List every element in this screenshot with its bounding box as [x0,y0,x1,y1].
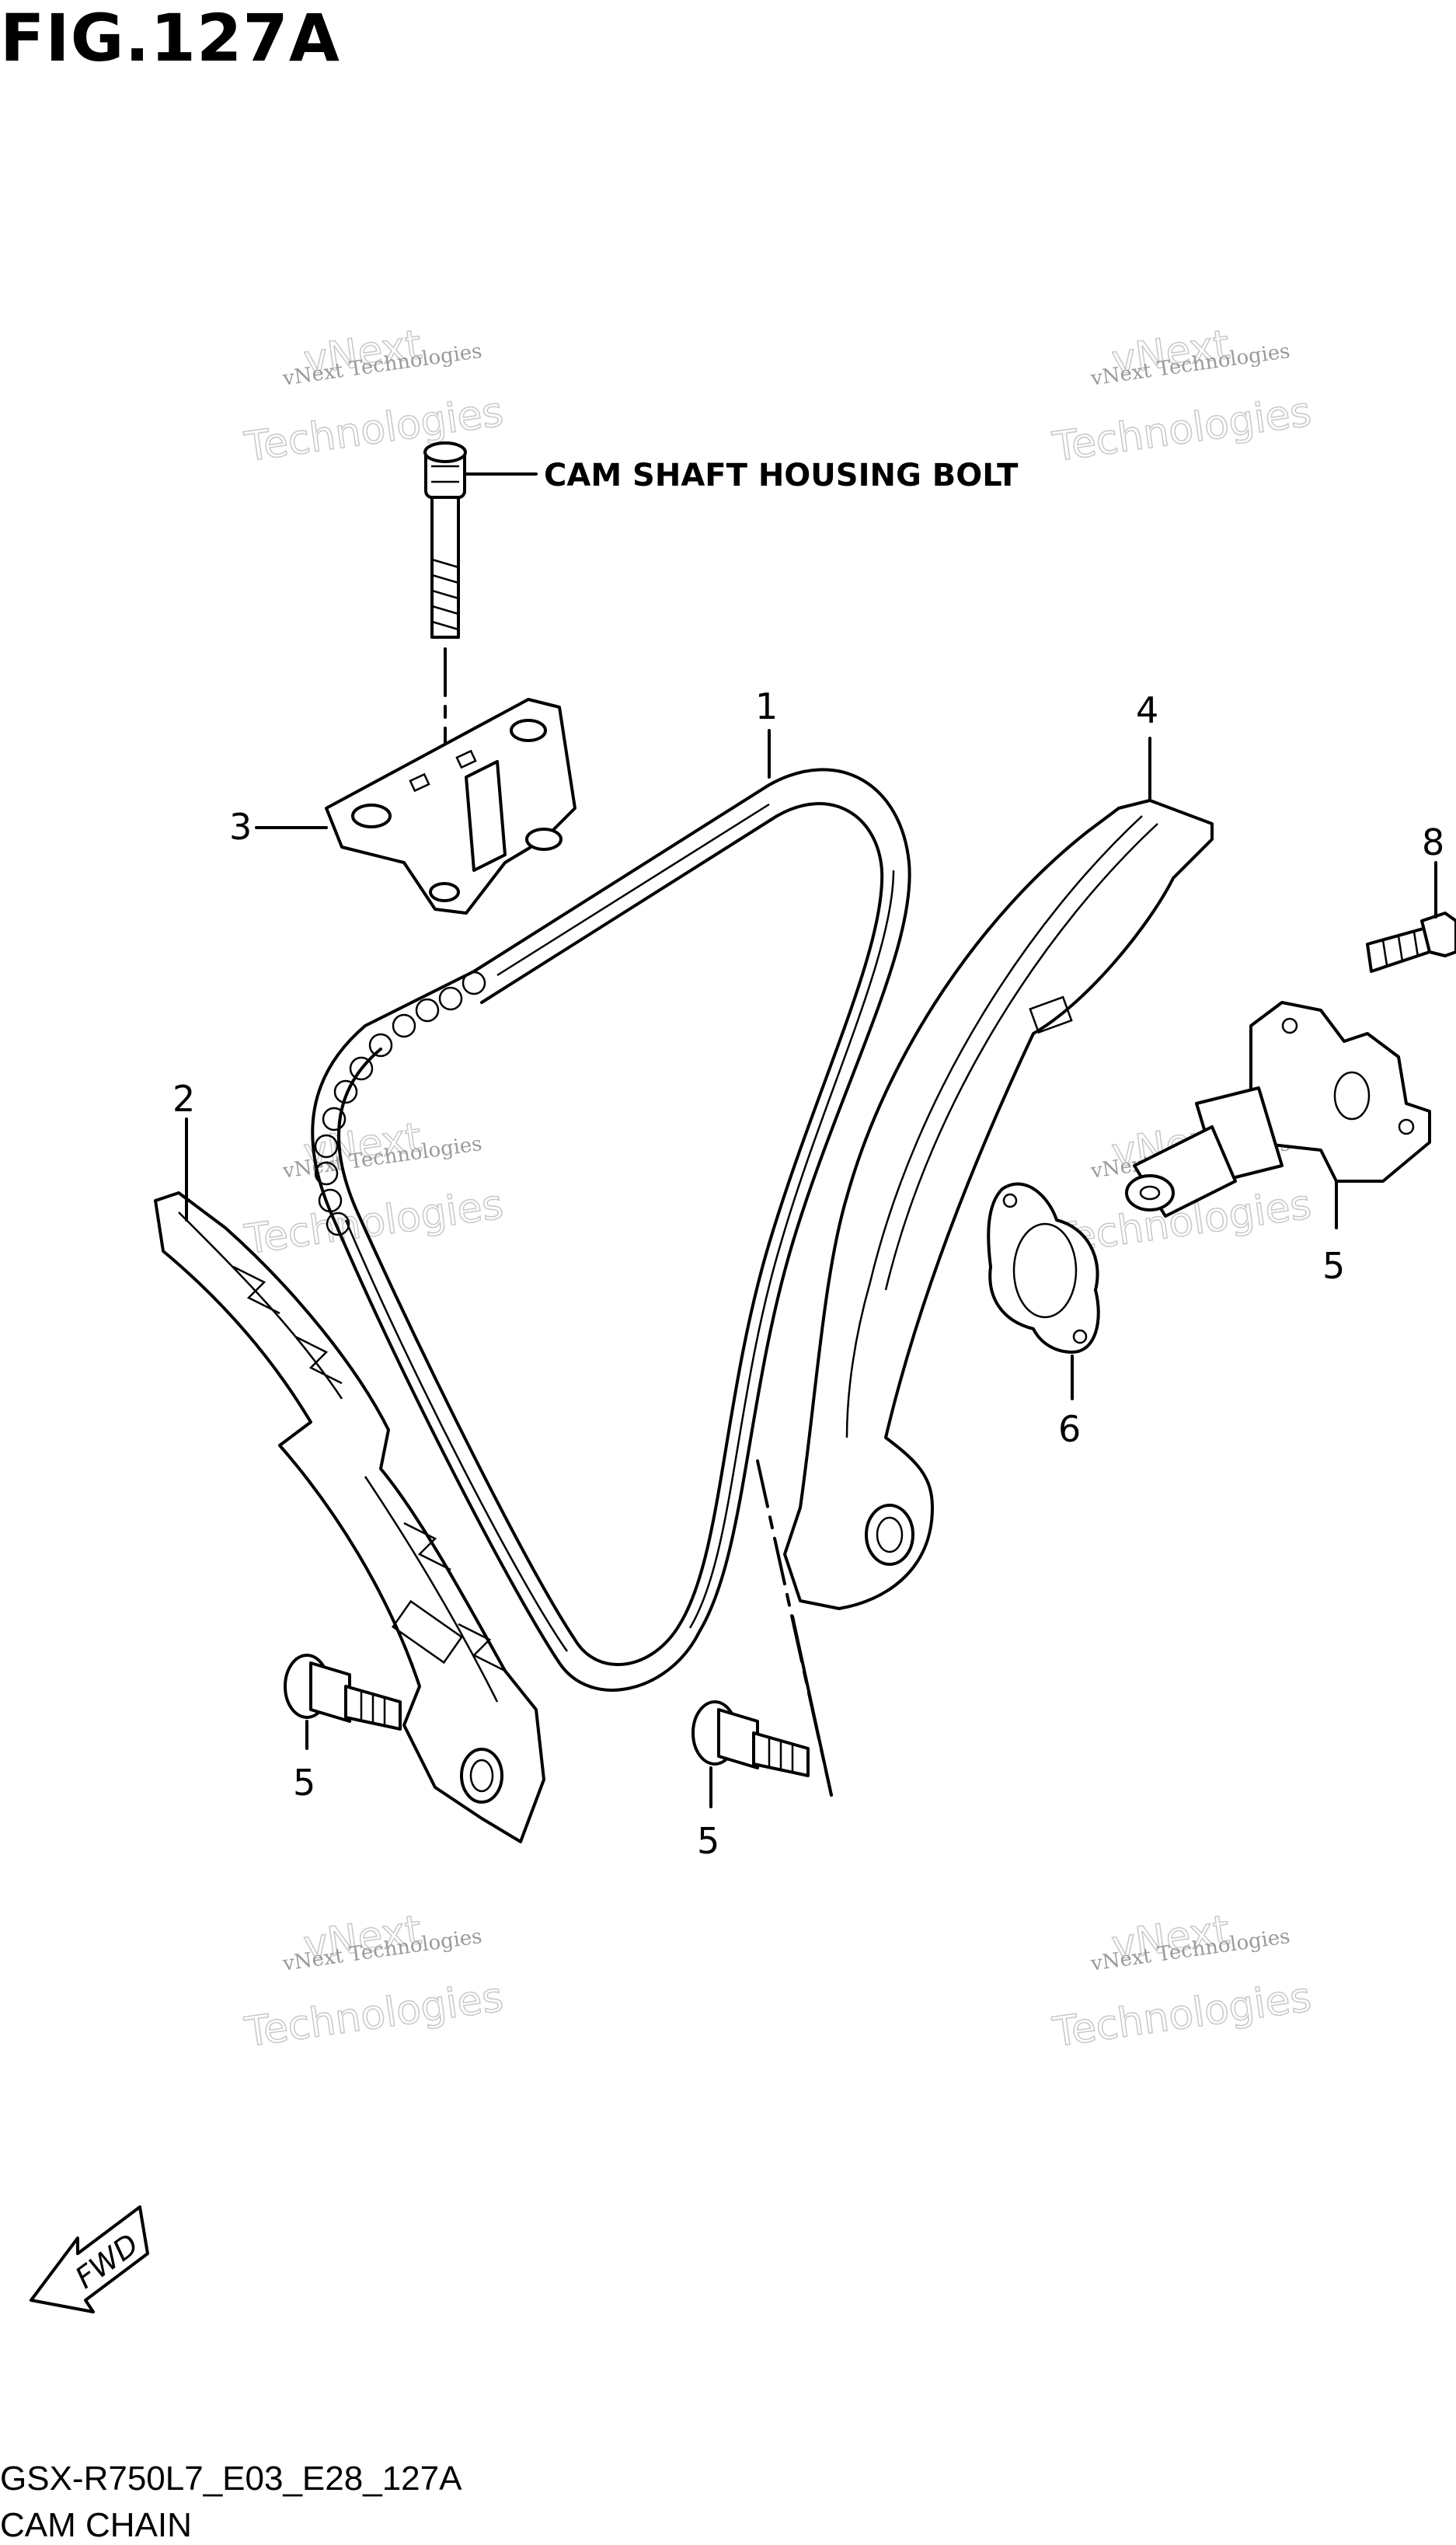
callout-part-4: 4 [1136,689,1158,731]
part-6-tensioner-adjuster: 5 [1125,1001,1431,1287]
callout-part-8: 8 [1422,821,1444,863]
part-3-guide-bracket: 3 [229,698,576,915]
callout-part-3: 3 [229,806,252,848]
fwd-arrow-icon: FWD [30,2205,149,2313]
svg-text:Technologies: Technologies [1050,1974,1314,2056]
bolt-name-label: CAM SHAFT HOUSING BOLT [544,458,1019,493]
watermark-top-left: Technologies vNext vNext Technologies [241,321,507,472]
model-code: GSX-R750L7_E03_E28_127A [0,2460,462,2498]
callout-part-5-left: 5 [293,1762,315,1804]
svg-text:Technologies: Technologies [242,1974,506,2056]
svg-text:Technologies: Technologies [242,389,506,471]
section-name: CAM CHAIN [0,2506,192,2544]
watermark-top-right: Technologies vNext vNext Technologies [1049,321,1315,472]
part-5-guide-bolt-right: 5 [691,1700,810,1862]
callout-part-1: 1 [755,685,778,727]
figure-title: FIG.127A [0,0,340,76]
callout-part-7: 6 [1058,1408,1081,1450]
callout-part-5-right: 5 [697,1820,719,1862]
part-4-chain-guide-right: 4 [783,689,1214,1610]
callout-part-6: 5 [1322,1245,1345,1287]
part-2-chain-guide-left: 2 [154,1078,545,1843]
watermark-bottom-right: Technologies vNext vNext Technologies [1049,1906,1315,2057]
part-1-cam-chain: 1 [311,685,911,1692]
assembly-leaders [756,1459,833,1797]
callout-part-2: 2 [172,1078,195,1120]
part-8-bolt: 8 [1366,821,1456,973]
watermark-bottom-left: Technologies vNext vNext Technologies [241,1906,507,2057]
svg-text:Technologies: Technologies [1050,389,1314,471]
part-5-guide-bolt-left: 5 [284,1654,402,1804]
part-7-gasket: 6 [987,1182,1100,1450]
cam-shaft-housing-bolt: CAM SHAFT HOUSING BOLT [423,441,1019,887]
